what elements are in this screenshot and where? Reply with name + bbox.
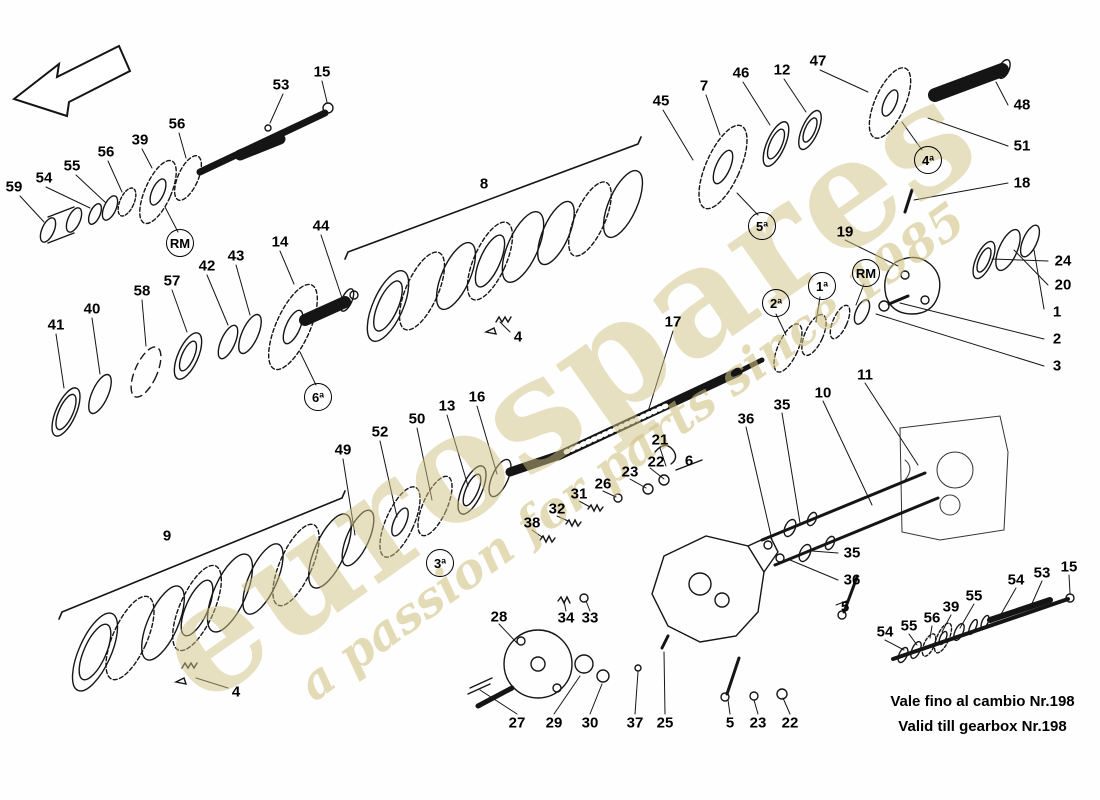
note-line-english: Valid till gearbox Nr.198: [898, 717, 1067, 735]
note-line-italian: Vale fino al cambio Nr.198: [890, 693, 1075, 710]
direction-arrow-icon: [11, 44, 132, 118]
gearbox-validity-note: Vale fino al cambio Nr.198 Valid till ge…: [860, 690, 1100, 740]
